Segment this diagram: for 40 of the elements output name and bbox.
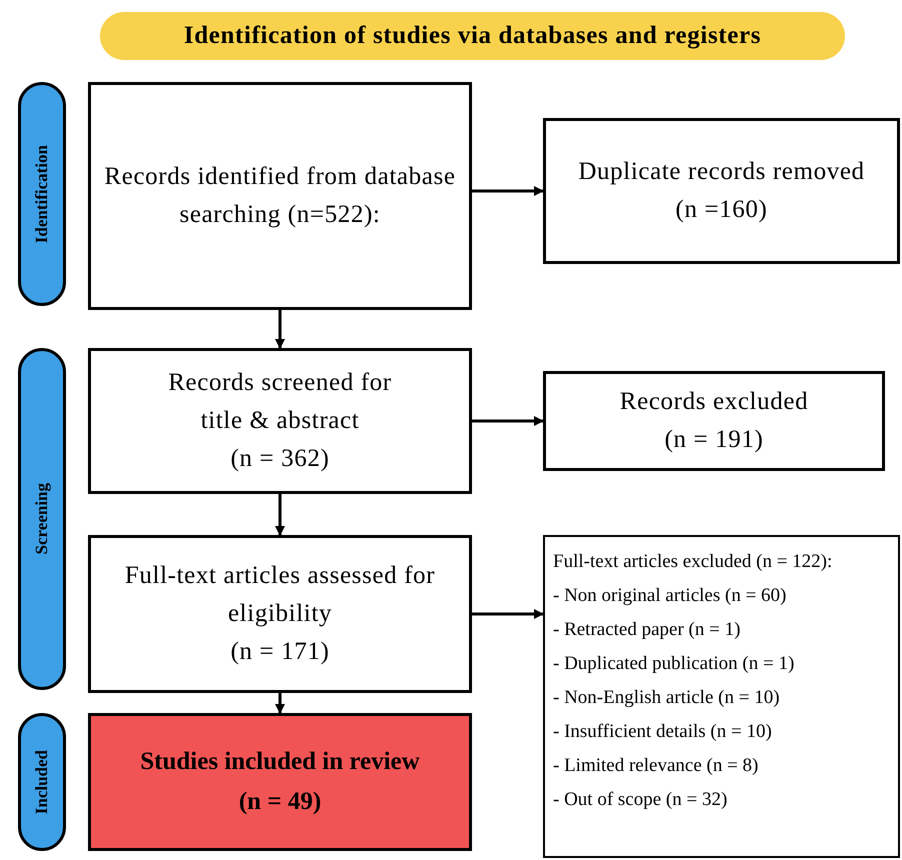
list-line: - Out of scope (n = 32) <box>553 788 728 812</box>
phase-label: Screening <box>31 483 52 555</box>
arrow <box>275 494 285 536</box>
process-box <box>88 535 472 693</box>
box-text: Records screened for title & abstract <box>167 368 393 436</box>
section-header-pill <box>100 12 845 60</box>
arrow <box>275 693 285 714</box>
process-box <box>543 371 885 471</box>
list-line: - Duplicated publication (n = 1) <box>553 652 794 676</box>
result-text: Studies included in review <box>140 747 420 777</box>
result-box <box>88 713 472 851</box>
arrow <box>275 310 285 349</box>
box-text: (n = 362) <box>230 444 330 474</box>
list-line: - Non original articles (n = 60) <box>553 584 786 608</box>
box-text: Full-text articles assessed for eligibility <box>124 561 436 629</box>
list-line: - Non-English article (n = 10) <box>553 686 780 710</box>
list-line: - Retracted paper (n = 1) <box>553 618 740 642</box>
arrow <box>472 609 544 619</box>
phase-label-pill <box>18 713 66 851</box>
phase-label-pill <box>18 82 66 306</box>
phase-label: Included <box>31 750 52 814</box>
box-text: Records identified from database searching (n=522): <box>103 162 457 230</box>
list-line: - Limited relevance (n = 8) <box>553 754 758 778</box>
box-text: (n = 191) <box>664 425 764 455</box>
process-box <box>88 82 472 310</box>
process-box <box>543 118 900 264</box>
box-text: (n = 171) <box>230 637 330 667</box>
phase-label-pill <box>18 348 66 690</box>
box-text: Duplicate records removed <box>578 157 865 187</box>
box-text: (n =160) <box>676 195 768 225</box>
box-text: Records excluded <box>620 387 808 417</box>
phase-label: Identification <box>31 144 52 244</box>
list-line: - Insufficient details (n = 10) <box>553 720 772 744</box>
arrow <box>472 416 544 426</box>
arrow <box>472 186 544 196</box>
header-text: Identification of studies via databases and registers <box>184 21 762 52</box>
list-line: Full-text articles excluded (n = 122): <box>553 550 832 574</box>
exclusion-box <box>543 535 900 858</box>
process-box <box>88 348 472 494</box>
result-text: (n = 49) <box>238 787 322 817</box>
